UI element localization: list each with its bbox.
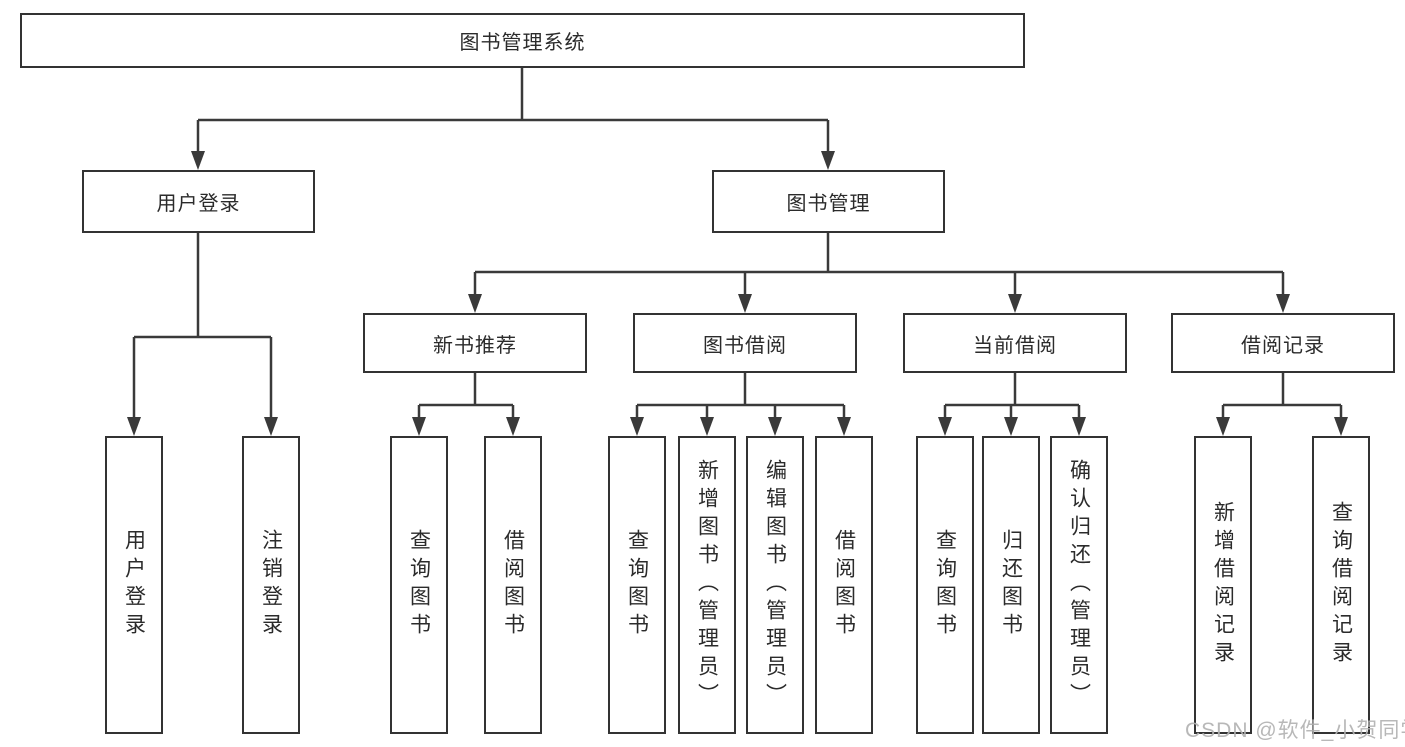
leaf-current-query-books: 查询图书	[916, 436, 974, 734]
leaf-query-borrow-record: 查询借阅记录	[1312, 436, 1370, 734]
node-current-borrowing: 当前借阅	[903, 313, 1127, 373]
leaf-user-login: 用户登录	[105, 436, 163, 734]
leaf-recommend-query-books: 查询图书	[390, 436, 448, 734]
node-book-management: 图书管理	[712, 170, 945, 233]
node-book-borrowing: 图书借阅	[633, 313, 857, 373]
leaf-borrowing-query-books: 查询图书	[608, 436, 666, 734]
leaf-borrowing-borrow-books: 借阅图书	[815, 436, 873, 734]
leaf-recommend-borrow-books: 借阅图书	[484, 436, 542, 734]
leaf-edit-books-admin: 编辑图书（管理员）	[746, 436, 804, 734]
leaf-confirm-return-admin: 确认归还（管理员）	[1050, 436, 1108, 734]
csdn-watermark: CSDN @软件_小贺同学	[1185, 719, 1405, 742]
leaf-add-borrow-record: 新增借阅记录	[1194, 436, 1252, 734]
node-user-login: 用户登录	[82, 170, 315, 233]
node-borrowing-records: 借阅记录	[1171, 313, 1395, 373]
leaf-return-books: 归还图书	[982, 436, 1040, 734]
node-library-management-system: 图书管理系统	[20, 13, 1025, 68]
leaf-logout: 注销登录	[242, 436, 300, 734]
leaf-add-books-admin: 新增图书（管理员）	[678, 436, 736, 734]
node-new-book-recommendation: 新书推荐	[363, 313, 587, 373]
